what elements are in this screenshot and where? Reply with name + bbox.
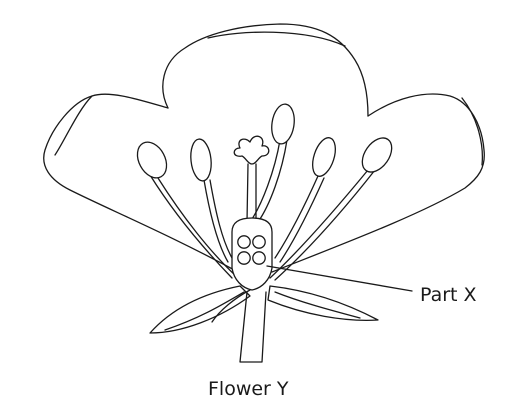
style <box>246 163 249 223</box>
filament-4 <box>274 175 319 259</box>
flower-label: Flower Y <box>208 378 289 400</box>
left-sepal-back <box>211 289 251 323</box>
back-petal-fold <box>207 31 346 47</box>
filament-1 <box>149 174 233 279</box>
anther-2 <box>190 138 212 182</box>
ovule-1 <box>237 235 251 249</box>
ovule-3 <box>237 251 251 265</box>
filament-3 <box>249 139 281 223</box>
anther-4 <box>312 137 336 177</box>
left-sepal <box>149 285 251 334</box>
filament-2b <box>209 179 233 259</box>
anther-1 <box>136 141 168 179</box>
ovule-2 <box>252 235 266 249</box>
anther-3 <box>271 103 295 145</box>
part-x-leader-line <box>266 265 413 292</box>
stigma <box>233 135 270 165</box>
right-sepal-vein <box>274 291 361 319</box>
left-petal <box>43 93 239 273</box>
right-petal-fold <box>461 97 484 166</box>
filament-4b <box>279 177 325 263</box>
filament-1b <box>157 177 237 277</box>
filament-2 <box>203 179 229 263</box>
left-sepal-vein <box>164 291 245 331</box>
back-petal <box>162 23 369 117</box>
anther-5 <box>361 137 393 173</box>
ovule-4 <box>252 251 266 265</box>
flower-stalk <box>239 291 267 363</box>
filament-5 <box>269 169 369 279</box>
right-petal <box>271 93 485 273</box>
filament-5b <box>274 169 376 281</box>
left-petal-fold <box>54 95 93 156</box>
ovary <box>231 217 273 291</box>
right-sepal <box>267 285 379 321</box>
part-x-label: Part X <box>420 284 477 306</box>
filament-3b <box>257 139 288 223</box>
